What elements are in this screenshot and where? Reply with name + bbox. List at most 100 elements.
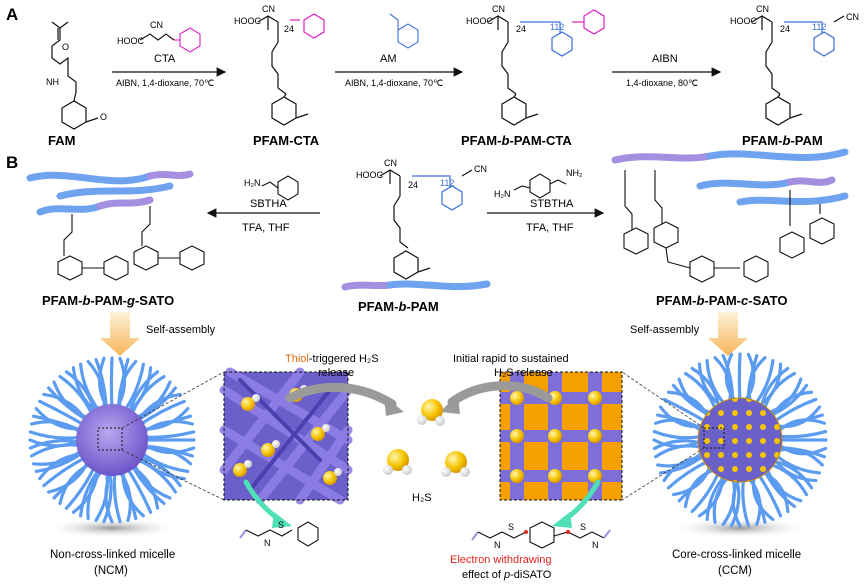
fam-atoms: O NH O (46, 42, 107, 122)
reagent-sbtha: SBTHA (250, 198, 287, 210)
self-assembly-left-label: Self-assembly (146, 324, 216, 336)
mono-sato-structure (239, 521, 319, 547)
center-polymer-chain-icon (341, 280, 491, 291)
ccm-caption-line1: Core-cross-linked micelle (672, 549, 801, 561)
svg-text:NH₂: NH₂ (566, 168, 583, 178)
compound-pfam-b-pam-cta: PFAM-b-PAM-CTA (461, 133, 572, 148)
compound-pfam-b-pam-g-sato: PFAM-b-PAM-g-SATO (42, 293, 174, 308)
reagent-stbtha: STBTHA (530, 198, 574, 210)
compound-pfam-cta: PFAM-CTA (253, 133, 320, 148)
ncm-zoom-line-bottom (121, 449, 225, 501)
panel-b-label: B (6, 153, 18, 172)
reagent-conditions-left: TFA, THF (242, 222, 290, 234)
svg-text:112: 112 (812, 22, 826, 32)
svg-text:N: N (264, 538, 271, 548)
reagent-am: AM (380, 53, 397, 65)
ncm-zoom-box (97, 427, 123, 451)
svg-text:24: 24 (516, 24, 526, 34)
reagent-conditions-2: AIBN, 1,4-dioxane, 70℃ (345, 78, 443, 88)
svg-text:112: 112 (550, 22, 564, 32)
ncm-caption-line2: (NCM) (94, 565, 128, 577)
stbtha-structure (513, 173, 567, 199)
corona-chain (109, 356, 114, 412)
left-polymer-chains (26, 170, 194, 216)
svg-text:CN: CN (492, 4, 505, 14)
reagent-conditions-1: AIBN, 1,4-dioxane, 70℃ (116, 78, 214, 88)
corona-chain (776, 429, 828, 439)
svg-text:24: 24 (408, 180, 418, 190)
corona-chain (745, 475, 762, 526)
svg-text:N: N (494, 540, 501, 550)
svg-text:S: S (508, 522, 514, 532)
svg-text:S: S (580, 522, 586, 532)
left-sato-structure (57, 206, 205, 281)
pfam-cta-structure (257, 13, 325, 126)
svg-text:HOOC: HOOC (466, 16, 494, 26)
thiol-release-arrow (285, 382, 397, 409)
cta-structure (139, 27, 201, 53)
svg-text:O: O (100, 112, 107, 122)
svg-text:CN: CN (846, 12, 859, 22)
ccm-caption-line2: (CCM) (718, 565, 752, 577)
reagent-conditions-right: TFA, THF (526, 222, 574, 234)
svg-text:24: 24 (284, 24, 294, 34)
corona-chain (116, 467, 132, 523)
svg-text:112: 112 (440, 178, 454, 188)
corona-chain (28, 430, 84, 440)
svg-text:O: O (62, 42, 69, 52)
svg-text:CN: CN (384, 158, 397, 168)
electron-withdrawing-line2: effect of p-diSATO (462, 569, 552, 581)
corona-chain (139, 420, 195, 436)
self-assembly-right-label: Self-assembly (630, 324, 700, 336)
ccm-zoom-line-bottom (621, 447, 705, 501)
svg-text:24: 24 (780, 24, 790, 34)
svg-text:S: S (278, 520, 284, 530)
reagent-conditions-3: 1,4-dioxane, 80℃ (626, 78, 698, 88)
right-sato-structure (623, 170, 835, 283)
ncm-shadow (42, 518, 182, 538)
ncm-core (76, 404, 148, 476)
center-polymer-structure (379, 169, 473, 280)
corona-chain (721, 475, 737, 526)
ccm-zoom-box (703, 427, 725, 449)
ncm-caption-line1: Non-cross-linked micelle (50, 549, 175, 561)
svg-text:CN: CN (150, 20, 163, 30)
fam-structure (51, 21, 99, 130)
compound-pfam-b-pam-c-sato: PFAM-b-PAM-c-SATO (656, 293, 787, 308)
compound-center-pfam-b-pam: PFAM-b-PAM (358, 299, 439, 314)
reagent-cta: CTA (154, 53, 176, 65)
sustained-release-label-line1: Initial rapid to sustained (453, 353, 569, 365)
ncm-zoom-line-top (121, 371, 225, 429)
compound-fam: FAM (48, 133, 75, 148)
self-assembly-arrow-right (708, 312, 748, 356)
right-polymer-chains (611, 148, 849, 206)
di-sato-structure (471, 521, 611, 549)
corona-chain (652, 429, 704, 440)
corona-chain (140, 430, 196, 439)
pfam-b-pam-structure (751, 15, 845, 126)
svg-text:CN: CN (756, 4, 769, 14)
thiol-release-label-line2: release (318, 367, 354, 379)
ccm-core (697, 397, 783, 483)
svg-text:HOOC: HOOC (234, 16, 262, 26)
am-structure (389, 13, 419, 49)
svg-text:CN: CN (474, 164, 487, 174)
svg-text:H₂N: H₂N (244, 178, 261, 188)
svg-text:HOOC: HOOC (356, 170, 384, 180)
sustained-release-label-line2: H₂S release (494, 367, 553, 379)
ccm-shadow (670, 518, 810, 538)
pfam-b-pam-cta-structure (487, 9, 605, 126)
ccm-zoom-line-top (621, 371, 705, 429)
sustained-release-arrow (447, 381, 553, 407)
h2s-label: H₂S (412, 492, 432, 504)
corona-chain (737, 352, 742, 404)
svg-text:NH: NH (46, 77, 59, 87)
svg-text:N: N (592, 540, 599, 550)
svg-text:HOOC: HOOC (117, 36, 145, 46)
electron-withdrawing-line1: Electron withdrawing (450, 554, 552, 566)
corona-chain (775, 418, 826, 435)
svg-text:CN: CN (262, 4, 275, 14)
corona-chain (112, 468, 122, 524)
panel-a-label: A (6, 5, 18, 24)
